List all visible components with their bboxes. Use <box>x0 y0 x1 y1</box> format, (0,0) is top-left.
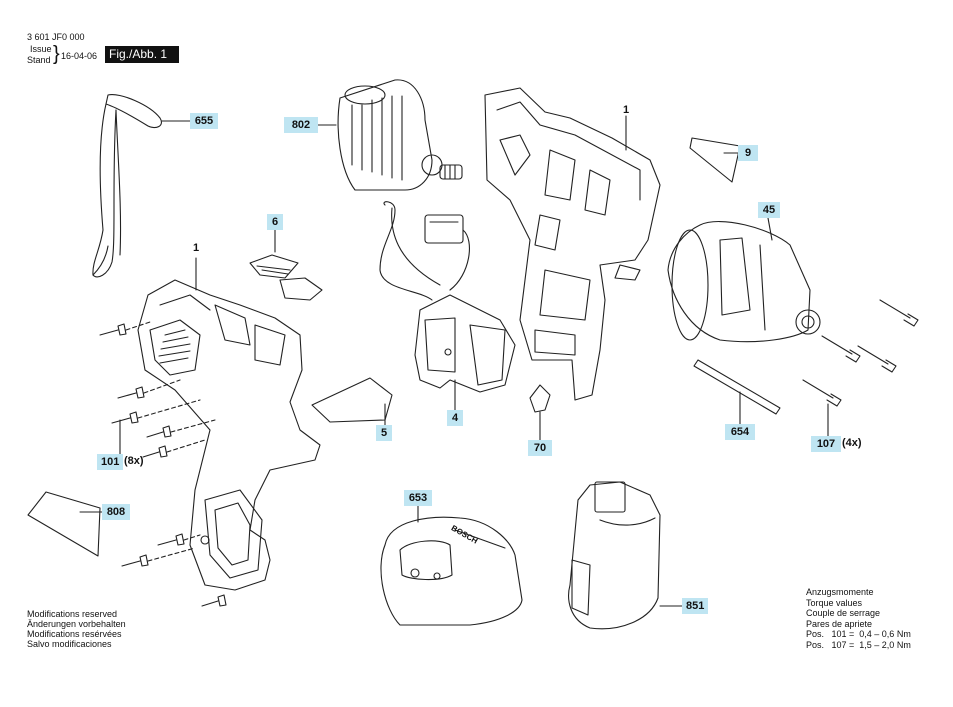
leader-45 <box>767 217 773 241</box>
manual-part <box>27 491 101 557</box>
housing-half-part <box>484 87 661 401</box>
brace-glyph: } <box>53 43 60 65</box>
screws-101 <box>99 323 227 607</box>
callout-1-center: 1 <box>623 104 630 116</box>
torque-row-107: Pos. 107 = 1,5 – 2,0 Nm <box>806 639 911 650</box>
switch-button-part <box>249 254 323 301</box>
wrist-strap-part <box>92 94 162 278</box>
torque-title-fr: Couple de serrage <box>806 608 881 618</box>
document-number: 3 601 JF0 000 <box>27 32 85 42</box>
motor-part <box>337 79 463 191</box>
note-line-3: Modifications resérvées <box>27 629 122 639</box>
callout-9: 9 <box>738 145 758 161</box>
stand-label: Stand <box>27 55 51 65</box>
electronics-switch-part <box>379 201 516 393</box>
impact-mechanism-part <box>667 221 821 343</box>
screwdriver-bit-part <box>693 359 781 415</box>
clip-part <box>529 384 551 413</box>
callout-101: 101 <box>97 454 123 470</box>
callout-1-left: 1 <box>193 242 200 254</box>
battery-part <box>568 481 661 630</box>
note-line-4: Salvo modificaciones <box>27 639 112 649</box>
screws-107 <box>802 299 919 407</box>
callout-107-qty: (4x) <box>842 437 862 449</box>
screw-dashed-leaders <box>125 321 216 562</box>
charger-part <box>380 516 523 626</box>
callout-101-qty: (8x) <box>124 455 144 467</box>
torque-table: Anzugsmomente Torque values Couple de se… <box>806 587 911 650</box>
cover-part <box>311 377 393 423</box>
callout-4: 4 <box>447 410 463 426</box>
callout-654: 654 <box>725 424 755 440</box>
figure-label: Fig./Abb. 1 <box>105 46 179 63</box>
callout-655: 655 <box>190 113 218 129</box>
torque-title-de: Anzugsmomente <box>806 587 874 597</box>
torque-row-101: Pos. 101 = 0,4 – 0,6 Nm <box>806 629 911 639</box>
issue-label: Issue <box>30 44 52 54</box>
callout-6: 6 <box>267 214 283 230</box>
callout-851: 851 <box>682 598 708 614</box>
callout-45: 45 <box>758 202 780 218</box>
torque-title-es: Pares de apriete <box>806 618 873 629</box>
callout-70: 70 <box>528 440 552 456</box>
callout-107: 107 <box>811 436 841 452</box>
callout-808: 808 <box>102 504 130 520</box>
label-plate-part <box>689 137 741 183</box>
callout-5: 5 <box>376 425 392 441</box>
note-line-1: Modifications reserved <box>27 609 118 619</box>
housing-half-left-part <box>137 279 321 591</box>
note-line-2: Änderungen vorbehalten <box>27 619 126 629</box>
callout-653: 653 <box>404 490 432 506</box>
torque-title-en: Torque values <box>806 597 863 608</box>
issue-date: 16-04-06 <box>61 51 98 61</box>
callout-802: 802 <box>284 117 318 133</box>
